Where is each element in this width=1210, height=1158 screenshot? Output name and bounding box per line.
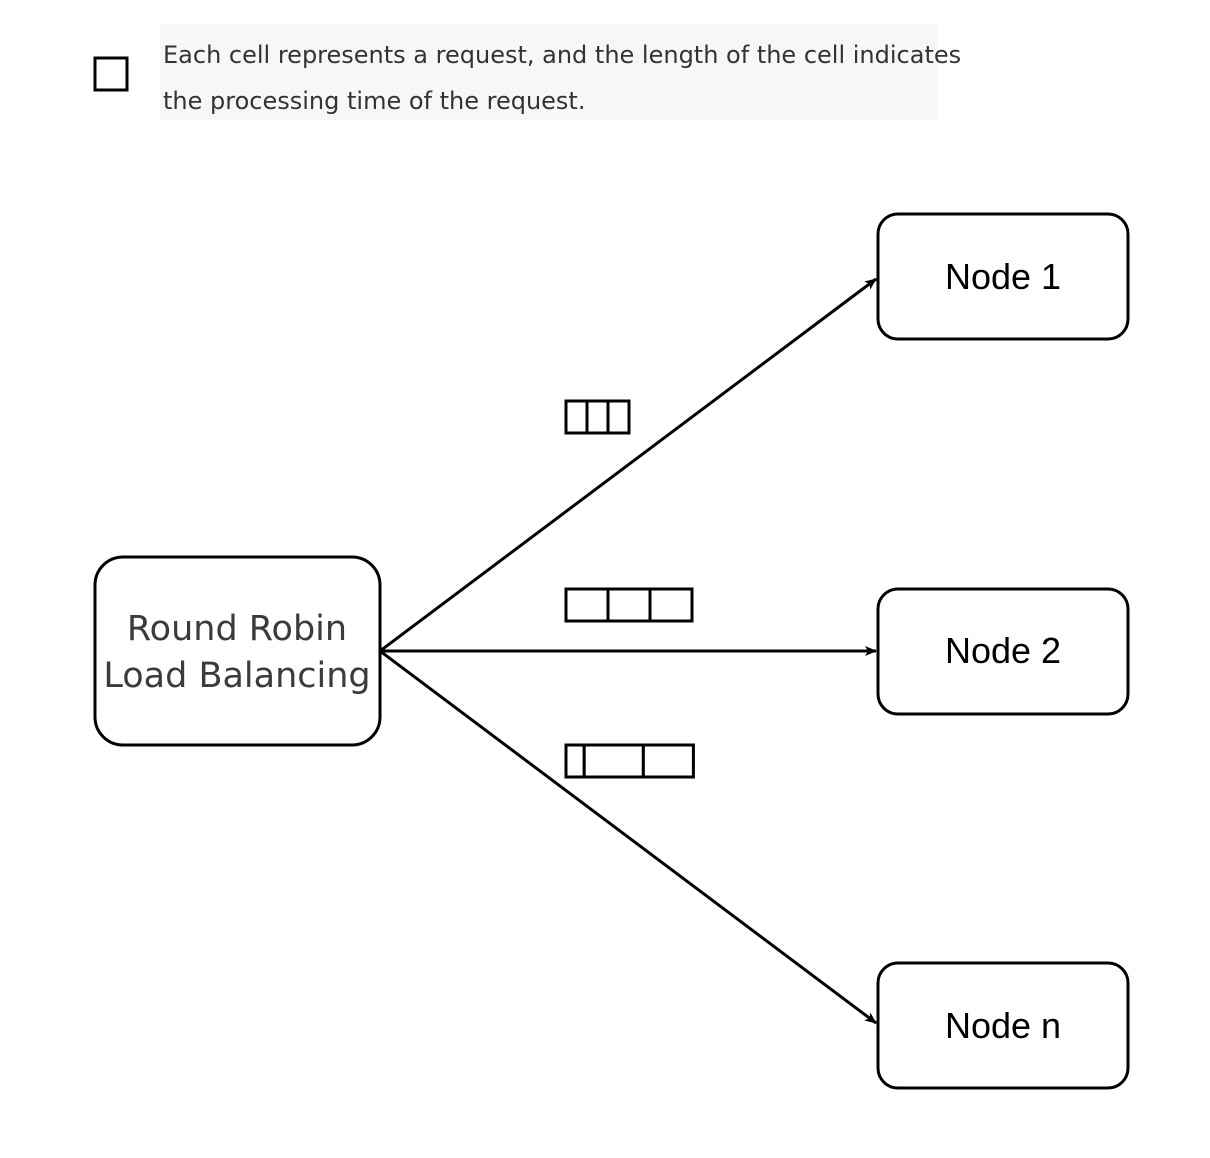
node-n-box: Node n (876, 961, 1130, 1090)
edge-to-node-n (379, 649, 877, 1025)
edges (379, 277, 877, 1025)
request-cell-node-1-1 (564, 399, 589, 435)
load-balancer-label-line-2: Load Balancing (103, 656, 370, 696)
legend-text-line-1: Each cell represents a request, and the … (163, 41, 961, 69)
edge-to-node-1 (379, 277, 877, 653)
request-cell-node-2-2 (606, 587, 652, 623)
node-2-label: Node 2 (945, 630, 1061, 671)
node-2-box: Node 2 (876, 587, 1130, 716)
node-1-box: Node 1 (876, 212, 1130, 341)
node-1-shape (876, 212, 1130, 341)
request-cell-node-2-3 (648, 587, 694, 623)
request-cell-node-1-3 (606, 399, 631, 435)
load-balancer-label-line-1: Round Robin (127, 609, 347, 649)
node-1-label: Node 1 (945, 256, 1061, 297)
legend-text-line-2: the processing time of the request. (163, 87, 585, 115)
request-queue-node-2 (564, 587, 694, 623)
legend-text-background (160, 24, 938, 120)
load-balancer-shape (93, 555, 382, 747)
legend: Each cell represents a request, and the … (93, 24, 961, 120)
load-balancer-box: Round Robin Load Balancing (93, 555, 382, 747)
request-cell-node-n-3 (641, 743, 695, 779)
request-queue-node-n (564, 743, 695, 779)
node-n-label: Node n (945, 1005, 1061, 1046)
request-cell-node-n-2 (582, 743, 645, 779)
request-cell-node-2-1 (564, 587, 610, 623)
request-cell-node-1-2 (585, 399, 610, 435)
request-cell-node-n-1 (564, 743, 586, 779)
request-queue-node-1 (564, 399, 631, 435)
node-2-shape (876, 587, 1130, 716)
node-n-shape (876, 961, 1130, 1090)
legend-cell-icon (93, 56, 129, 92)
